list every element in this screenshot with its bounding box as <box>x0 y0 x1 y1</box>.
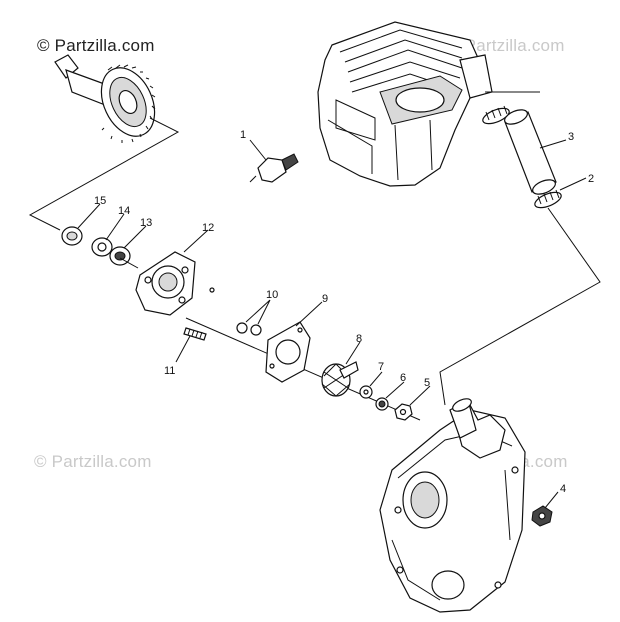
callout-5: 5 <box>424 377 430 389</box>
part-4-cap-nut <box>531 505 553 527</box>
watermark-top-left: © Partzilla.com <box>37 36 155 55</box>
part-14-spacer <box>91 237 113 257</box>
callout-6: 6 <box>400 372 406 384</box>
part-3-hose <box>504 109 557 195</box>
drive-gear-shaft <box>54 54 156 143</box>
watermark-mid-left: © Partzilla.com <box>34 452 152 471</box>
callout-3: 3 <box>568 131 574 143</box>
part-1-sensor <box>249 153 299 183</box>
shaft-guide-line-1 <box>28 117 180 231</box>
callout-9: 9 <box>322 293 328 305</box>
part-15-bearing <box>61 226 83 246</box>
part-2-hose-clamp-lower <box>534 189 562 209</box>
crankcase-cover <box>379 398 526 613</box>
callout-13: 13 <box>140 217 152 229</box>
callout-1: 1 <box>240 129 246 141</box>
callout-7: 7 <box>378 361 384 373</box>
callout-8: 8 <box>356 333 362 345</box>
callout-14: 14 <box>118 205 130 217</box>
watermark-top-right: © Partzilla.com <box>447 36 565 55</box>
hose-clamp-upper <box>482 105 510 125</box>
part-9-gasket <box>265 321 311 383</box>
callout-10: 10 <box>266 289 278 301</box>
part-7-washer <box>359 385 373 399</box>
callout-11: 11 <box>164 365 175 377</box>
callout-12: 12 <box>202 222 214 234</box>
hose-guide-line <box>439 207 601 406</box>
callout-4: 4 <box>560 483 566 495</box>
callout-leaders <box>77 139 587 509</box>
part-12-pump-housing <box>135 251 215 316</box>
callout-15: 15 <box>94 195 106 207</box>
part-8-impeller <box>321 361 359 397</box>
callout-2: 2 <box>588 173 594 185</box>
part-6-seal-washer <box>375 397 389 411</box>
cylinder-head <box>317 21 540 187</box>
part-10-o-rings <box>236 322 262 336</box>
part-5-nut <box>394 403 413 421</box>
part-11-stud <box>183 327 207 341</box>
